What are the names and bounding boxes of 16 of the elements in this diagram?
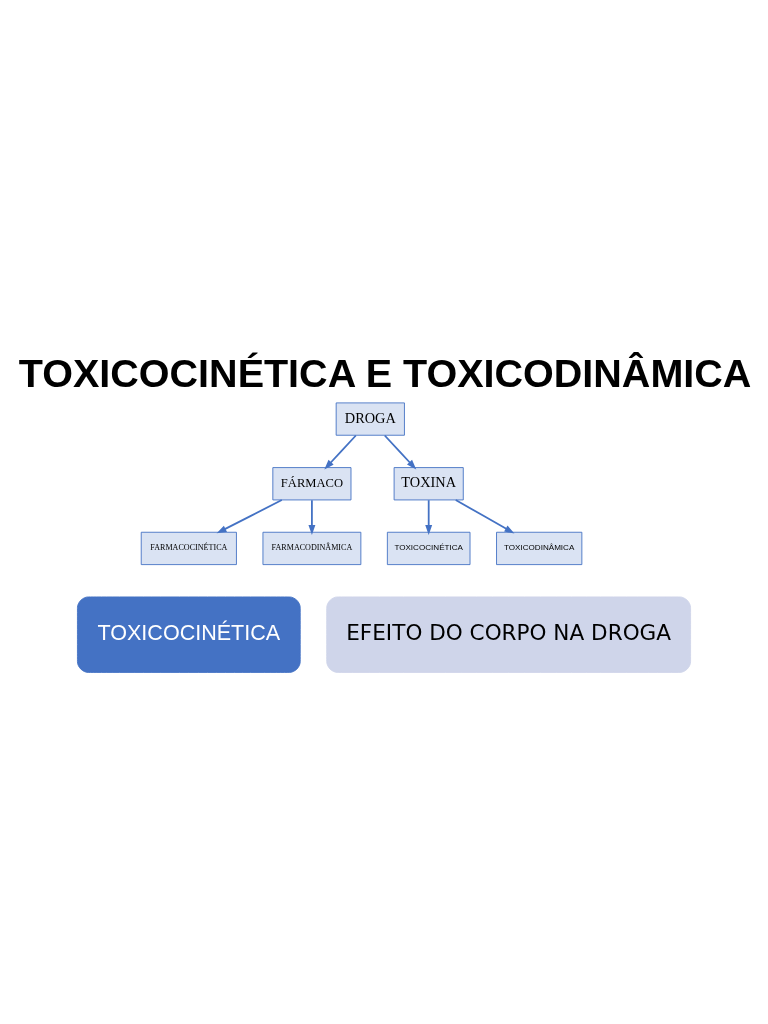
arrow: [383, 434, 417, 469]
node-box: DROGA: [335, 401, 405, 436]
arrow: [324, 434, 357, 469]
node-box: FARMACODINÂMICA: [262, 531, 362, 565]
node-box: EFEITO DO CORPO NA DROGA: [326, 596, 691, 673]
node-box: TOXICOCINÉTICA: [77, 596, 301, 673]
node-box: TOXINA: [393, 466, 464, 500]
arrow: [308, 498, 316, 535]
node-box: TOXICOCINÉTICA: [386, 531, 471, 565]
diagram-title: TOXICOCINÉTICA E TOXICODINÂMICA: [18, 350, 752, 395]
node-box: FÁRMACO: [272, 466, 352, 500]
node-box: TOXICODINÂMICA: [496, 531, 583, 565]
node-box: FARMACOCINÉTICA: [140, 531, 237, 565]
arrow: [216, 498, 283, 533]
arrow: [425, 498, 433, 535]
arrow: [454, 498, 515, 533]
